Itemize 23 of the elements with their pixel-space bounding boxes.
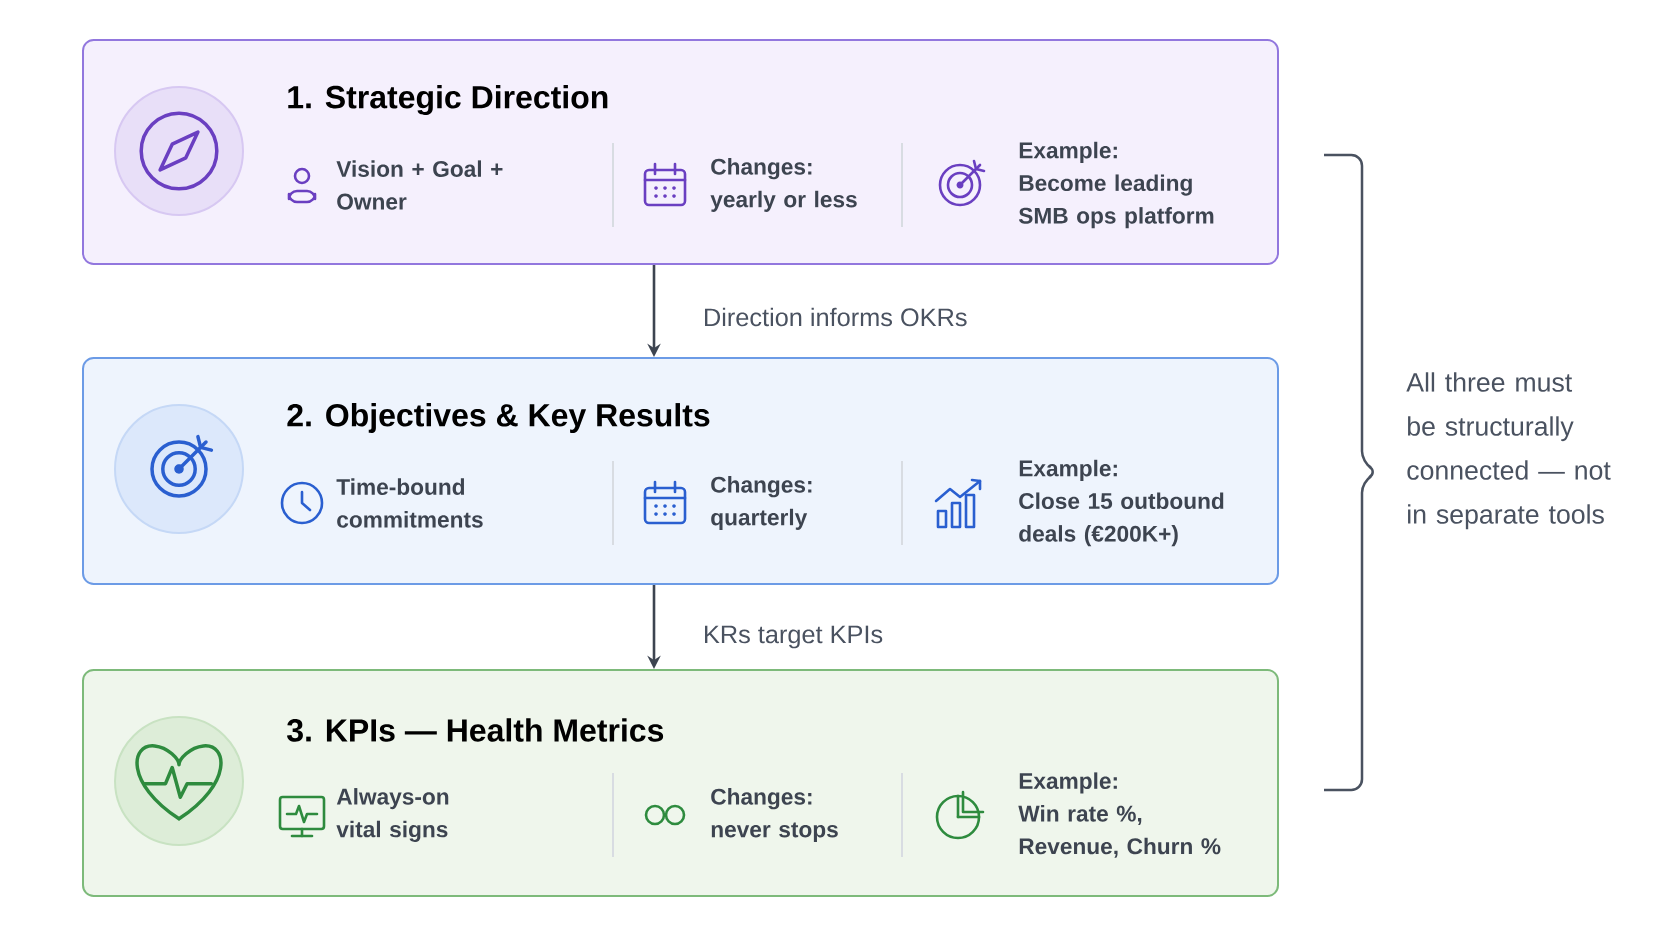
item-text: vital signs (336, 820, 448, 842)
stage-title: 1. Strategic Direction (288, 85, 608, 115)
item-text: Win rate %, Revenue, Churn % (1018, 805, 1221, 858)
item-text: quarterly (711, 508, 808, 530)
item-heading: Example: (1019, 772, 1117, 794)
note-text: All three must be structurally connected — not in separate tools (1406, 372, 1611, 530)
stage-title: 2. Objectives & Key Results (287, 403, 710, 433)
edge-label: Direction informs OKRs (705, 307, 967, 327)
item-heading: Changes: (711, 788, 812, 810)
item-text: yearly or less (710, 190, 857, 212)
item-heading: Vision + Goal + Owner (336, 160, 503, 210)
item-heading: Example: (1019, 459, 1117, 481)
item-text: Close 15 outbound deals (€200K+) (1019, 492, 1224, 547)
item-heading: Always-on (336, 788, 449, 810)
item-text: commitments (337, 511, 483, 528)
edge-label: KRs target KPIs (705, 625, 883, 649)
stage-title: 3. KPIs — Health Metrics (287, 718, 664, 742)
item-text: Become leading SMB ops platform (1018, 174, 1214, 229)
item-text: never stops (711, 822, 838, 842)
item-heading: Time-bound (336, 478, 465, 495)
item-heading: Example: (1019, 141, 1117, 163)
item-heading: Changes: (711, 476, 812, 498)
item-heading: Changes: (711, 158, 812, 180)
